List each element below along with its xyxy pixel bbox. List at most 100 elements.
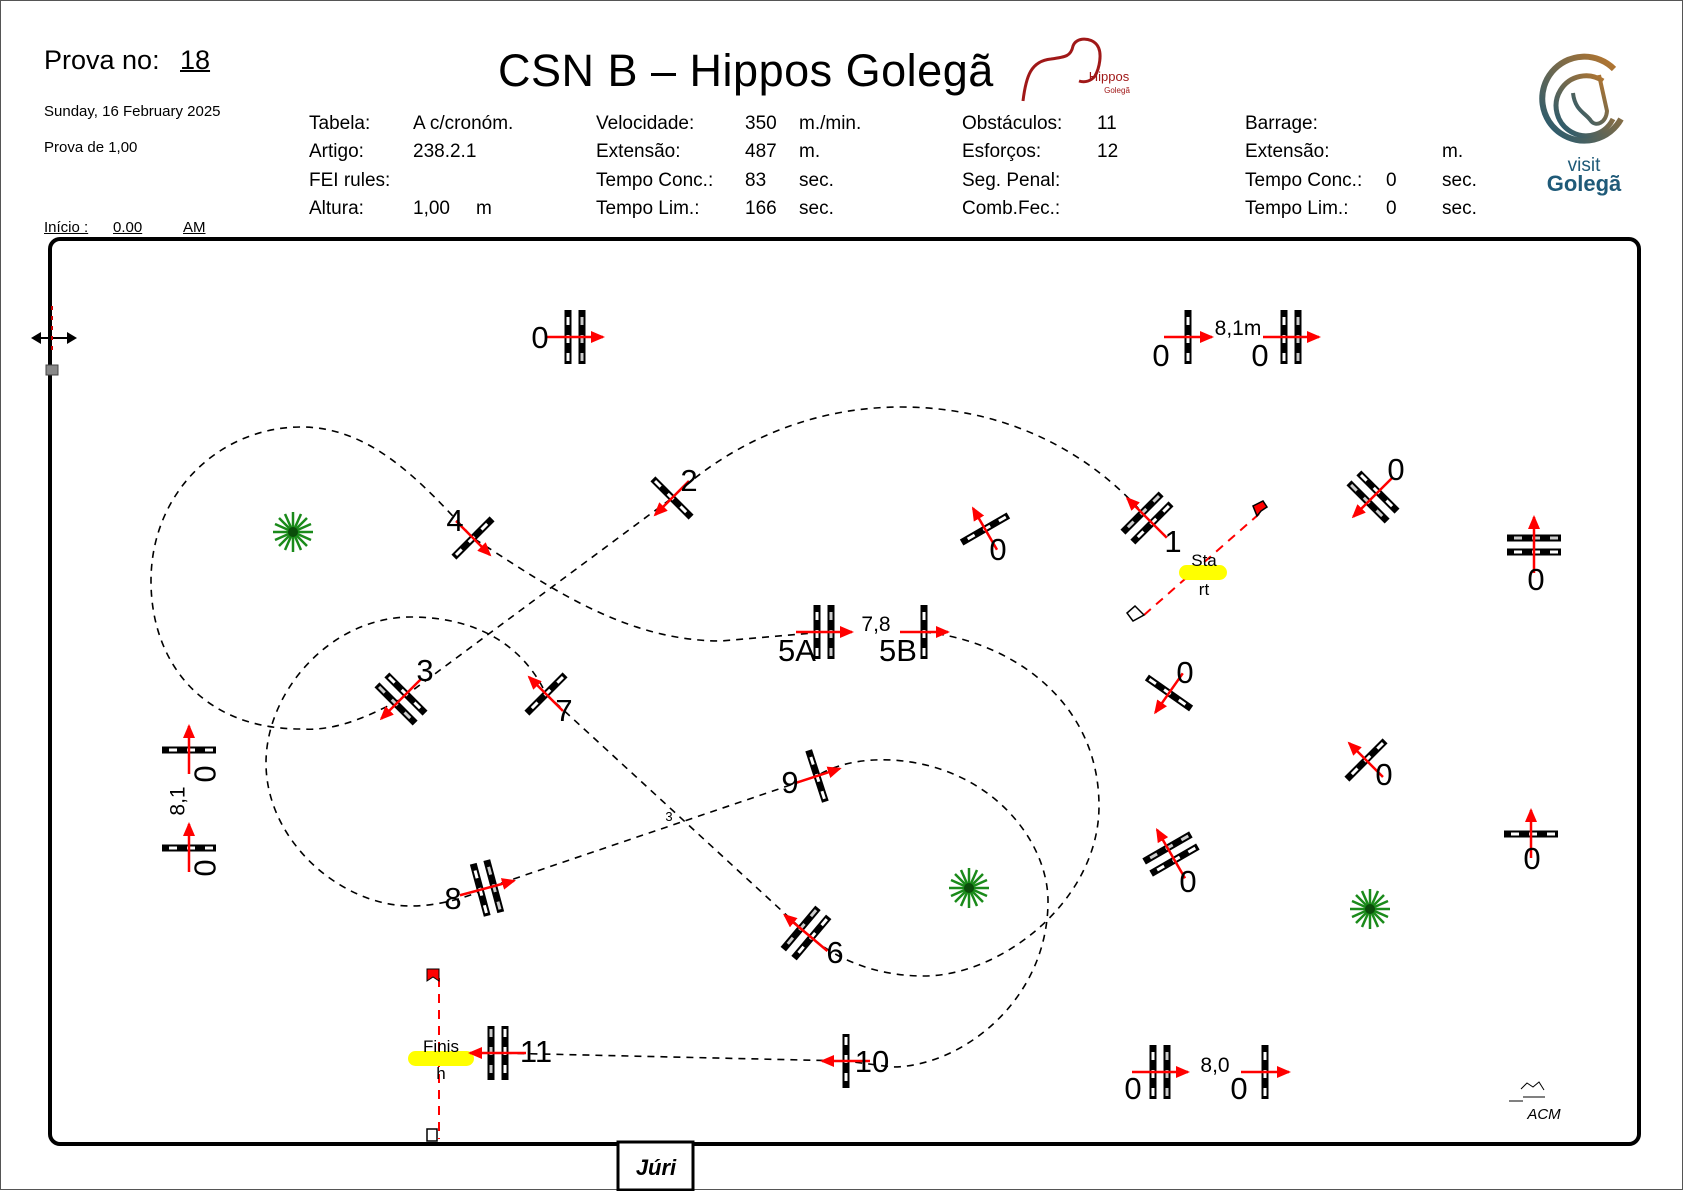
spare-obstacle-label: 0 xyxy=(1230,1071,1247,1106)
artigo-value: 238.2.1 xyxy=(413,141,477,162)
tabela-label: Tabela: xyxy=(309,113,371,134)
tree-icon xyxy=(1348,887,1392,931)
jury-box xyxy=(616,1140,695,1191)
barrage-extensao-label: Extensão: xyxy=(1245,141,1330,162)
spare-obstacle-label: 0 xyxy=(1179,864,1196,899)
start-white-flag xyxy=(1125,604,1146,622)
obstacle-8 xyxy=(453,855,521,922)
distance-top-right: 8,1m xyxy=(1215,317,1262,340)
obstacle-7-number: 7 xyxy=(555,693,572,728)
spare-obstacle-label: 0 xyxy=(1523,841,1540,876)
spare-obstacle xyxy=(547,310,603,364)
finish-red-flag xyxy=(426,968,440,982)
altura-unit: m xyxy=(476,198,492,219)
visit-logo-text: visit xyxy=(1568,155,1601,176)
tree-icon xyxy=(947,866,991,910)
spare-obstacle xyxy=(950,495,1021,564)
spare-obstacle-label: 0 xyxy=(1251,338,1268,373)
obstacle-10-number: 10 xyxy=(855,1044,889,1079)
obstacle-9-number: 9 xyxy=(781,765,798,800)
spare-obstacle xyxy=(1164,310,1212,364)
tempo-lim-value: 166 xyxy=(745,198,777,219)
page-title: CSN B – Hippos Golegã xyxy=(498,45,994,96)
obstacle-6-number: 6 xyxy=(826,935,843,970)
prova-de: Prova de 1,00 xyxy=(44,139,138,156)
obstacle-4-number: 4 xyxy=(446,503,463,538)
finish-white-flag xyxy=(426,1128,438,1142)
altura-value: 1,00 xyxy=(413,198,450,219)
distance-left: 8,1 xyxy=(167,786,190,815)
course-route xyxy=(150,406,1148,1068)
obstacle-5b-number: 5B xyxy=(879,633,917,668)
start-label-top: Sta xyxy=(1191,551,1217,570)
comb-fec-label: Comb.Fec.: xyxy=(962,198,1061,219)
spare-obstacle xyxy=(1263,310,1319,364)
spare-obstacle-label: 0 xyxy=(1527,562,1544,597)
prova-number: 18 xyxy=(180,45,211,75)
spare-obstacle-label: 0 xyxy=(1124,1071,1141,1106)
obstacle-11-number: 11 xyxy=(520,1034,552,1069)
start-line: Sta rt xyxy=(1125,500,1269,622)
tempo-conc-value: 83 xyxy=(745,170,767,191)
barrage-tempo-lim-label: Tempo Lim.: xyxy=(1245,198,1349,219)
distance-5a-5b: 7,8 xyxy=(861,613,890,636)
esforcos-label: Esforços: xyxy=(962,141,1042,162)
distance-bottom-right: 8,0 xyxy=(1200,1054,1229,1077)
obstacle-2-number: 2 xyxy=(680,463,697,498)
spare-obstacle-label: 0 xyxy=(188,765,223,782)
inicio-ampm: AM xyxy=(183,219,206,236)
hippos-logo: Hippos Golegã xyxy=(1021,37,1130,102)
spare-obstacle-label: 0 xyxy=(188,859,223,876)
hippos-logo-text: Hippos xyxy=(1089,69,1130,84)
arena-border xyxy=(48,237,1641,1146)
seg-penal-label: Seg. Penal: xyxy=(962,170,1061,191)
obstacle-5a-number: 5A xyxy=(778,633,816,668)
event-date: Sunday, 16 February 2025 xyxy=(44,103,221,120)
start-label-bottom: rt xyxy=(1199,580,1210,599)
obstaculos-value: 11 xyxy=(1097,113,1117,134)
velocidade-unit: m./min. xyxy=(799,113,862,134)
prova-label: Prova no: xyxy=(44,45,160,75)
tempo-conc-unit: sec. xyxy=(799,170,834,191)
obstacle-3-number: 3 xyxy=(416,653,433,688)
spare-obstacle xyxy=(1241,1045,1289,1099)
inicio-time: 0.00 xyxy=(113,219,143,236)
barrage-tempo-conc-value: 0 xyxy=(1386,170,1397,191)
tempo-lim-label: Tempo Lim.: xyxy=(596,198,700,219)
obstacle-1-number: 1 xyxy=(1164,524,1181,559)
strides-6-7: 3 xyxy=(665,809,672,824)
obstacle-8-number: 8 xyxy=(444,881,461,916)
extensao-label: Extensão: xyxy=(596,141,681,162)
jury-label: Júri xyxy=(636,1155,677,1180)
altura-label: Altura: xyxy=(309,198,364,219)
obstaculos-label: Obstáculos: xyxy=(962,113,1063,134)
barrage-tempo-lim-value: 0 xyxy=(1386,198,1397,219)
tree-icon xyxy=(271,510,315,554)
start-red-flag xyxy=(1252,500,1269,518)
golega-logo-text: Golegã xyxy=(1547,171,1622,196)
spare-obstacle xyxy=(1133,658,1205,728)
extensao-value: 487 xyxy=(745,141,777,162)
finish-label-bottom: h xyxy=(436,1064,445,1083)
spare-obstacle-label: 0 xyxy=(1176,655,1193,690)
inicio-label: Início : xyxy=(44,219,89,236)
spare-obstacle-label: 0 xyxy=(1375,757,1392,792)
esforcos-value: 12 xyxy=(1097,141,1119,162)
spare-obstacle-label: 0 xyxy=(531,320,548,355)
hippos-logo-subtext: Golegã xyxy=(1104,86,1130,95)
tabela-value: A c/cronóm. xyxy=(413,113,514,134)
barrage-label: Barrage: xyxy=(1245,113,1318,134)
entrance-marker xyxy=(31,306,77,376)
designer-signature: ACM xyxy=(1509,1081,1561,1123)
fei-rules-label: FEI rules: xyxy=(309,170,391,191)
designer-initials: ACM xyxy=(1526,1106,1561,1123)
finish-line: Finis h xyxy=(408,968,474,1142)
tempo-lim-unit: sec. xyxy=(799,198,834,219)
spare-obstacle-label: 0 xyxy=(989,532,1006,567)
spare-obstacle-label: 0 xyxy=(1387,452,1404,487)
finish-label-top: Finis xyxy=(423,1037,459,1056)
barrage-tempo-conc-label: Tempo Conc.: xyxy=(1245,170,1363,191)
velocidade-value: 350 xyxy=(745,113,777,134)
extensao-unit: m. xyxy=(799,141,821,162)
